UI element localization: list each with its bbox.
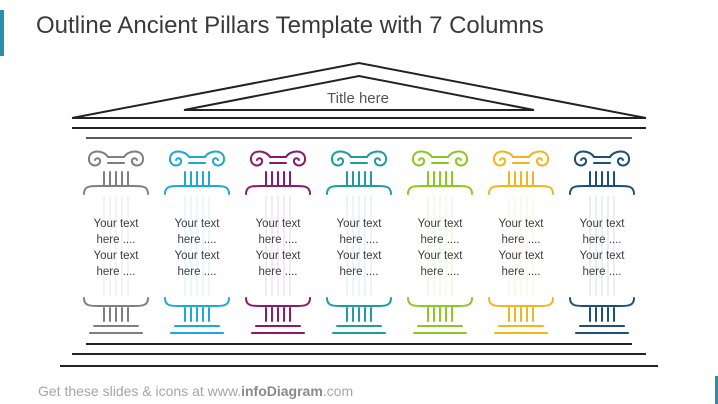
footer-prefix: Get these slides & icons at www.	[38, 383, 242, 399]
left-accent-bar	[0, 10, 4, 56]
scroll-left	[492, 150, 514, 167]
right-accent-bar	[715, 376, 718, 404]
column-text-line: Your text	[498, 218, 544, 230]
pillar-7	[569, 150, 635, 334]
scroll-right	[366, 150, 388, 167]
scroll-left	[87, 150, 109, 167]
column-text-line: Your text	[498, 250, 544, 262]
capital-base	[407, 185, 473, 195]
column-text-2: Your text here .... Your text here ....	[161, 216, 233, 280]
pillar-3	[245, 150, 311, 334]
base-curve	[326, 297, 392, 307]
scroll-left	[330, 150, 352, 167]
capital-base	[83, 185, 149, 195]
column-text-line: Your text	[579, 250, 625, 262]
scroll-right	[204, 150, 226, 167]
column-text-line: Your text	[93, 218, 139, 230]
capital-base	[488, 185, 554, 195]
column-text-line: here ....	[501, 234, 541, 246]
column-text-4: Your text here .... Your text here ....	[323, 216, 395, 280]
scroll-right	[609, 150, 631, 167]
capital-base	[326, 185, 392, 195]
column-text-line: here ....	[420, 234, 460, 246]
column-text-line: Your text	[93, 250, 139, 262]
column-text-3: Your text here .... Your text here ....	[242, 216, 314, 280]
footer-brand: infoDiagram	[241, 383, 323, 399]
column-text-1: Your text here .... Your text here ....	[80, 216, 152, 280]
column-text-line: here ....	[501, 266, 541, 278]
scroll-left	[249, 150, 271, 167]
pillar-4	[326, 150, 392, 334]
column-text-line: here ....	[582, 266, 622, 278]
column-text-line: here ....	[420, 266, 460, 278]
scroll-left	[168, 150, 190, 167]
column-text-line: here ....	[258, 234, 298, 246]
column-text-line: Your text	[174, 250, 220, 262]
column-text-7: Your text here .... Your text here ....	[566, 216, 638, 280]
column-text-line: Your text	[336, 250, 382, 262]
column-text-line: here ....	[177, 234, 217, 246]
column-text-line: here ....	[258, 266, 298, 278]
footer-suffix: .com	[322, 383, 354, 399]
capital-base	[569, 185, 635, 195]
scroll-right	[285, 150, 307, 167]
temple-title: Title here	[327, 90, 389, 107]
base-curve	[83, 297, 149, 307]
column-text-line: here ....	[96, 234, 136, 246]
scroll-right	[123, 150, 145, 167]
pillars-group	[83, 150, 635, 334]
column-text-6: Your text here .... Your text here ....	[485, 216, 557, 280]
base-curve	[407, 297, 473, 307]
slide-title: Outline Ancient Pillars Template with 7 …	[36, 12, 544, 39]
pillar-5	[407, 150, 473, 334]
column-text-line: Your text	[417, 250, 463, 262]
column-text-line: here ....	[96, 266, 136, 278]
column-text-line: here ....	[177, 266, 217, 278]
base-curve	[245, 297, 311, 307]
column-text-5: Your text here .... Your text here ....	[404, 216, 476, 280]
pillar-2	[164, 150, 230, 334]
scroll-right	[528, 150, 550, 167]
base-curve	[164, 297, 230, 307]
capital-base	[164, 185, 230, 195]
column-text-line: Your text	[336, 218, 382, 230]
column-text-line: here ....	[339, 234, 379, 246]
footer-credit: Get these slides & icons at www.infoDiag…	[38, 383, 353, 399]
temple-roof	[71, 61, 647, 129]
base-curve	[488, 297, 554, 307]
capital-base	[245, 185, 311, 195]
scroll-right	[447, 150, 469, 167]
column-text-line: here ....	[339, 266, 379, 278]
pillar-1	[83, 150, 149, 334]
column-text-line: Your text	[417, 218, 463, 230]
column-text-line: Your text	[579, 218, 625, 230]
scroll-left	[411, 150, 433, 167]
scroll-left	[573, 150, 595, 167]
column-text-line: Your text	[174, 218, 220, 230]
column-text-line: Your text	[255, 250, 301, 262]
temple-base	[60, 343, 658, 367]
column-text-line: Your text	[255, 218, 301, 230]
column-text-line: here ....	[582, 234, 622, 246]
pillar-6	[488, 150, 554, 334]
base-curve	[569, 297, 635, 307]
